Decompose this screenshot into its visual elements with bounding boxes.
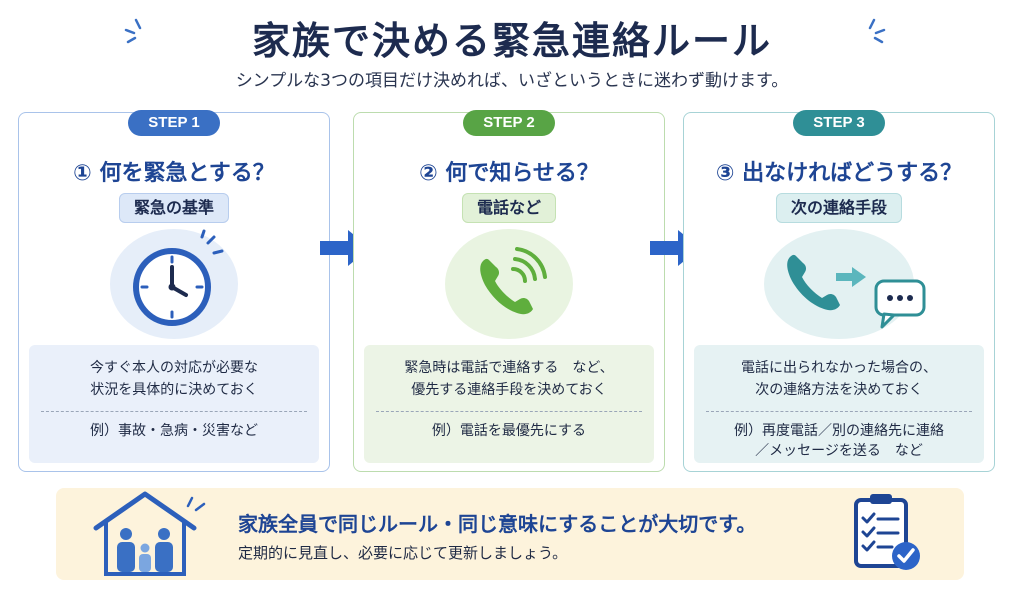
icon-circle xyxy=(110,229,238,339)
step-badge: STEP 2 xyxy=(463,110,555,136)
checklist-icon xyxy=(854,494,920,570)
description-line: 次の連絡方法を決めておく xyxy=(755,382,923,398)
divider xyxy=(706,411,972,412)
example-line: 例）電話を最優先にする xyxy=(431,423,587,439)
page-title: 家族で決める緊急連絡ルール xyxy=(251,19,772,63)
step-tag: 電話など xyxy=(461,193,557,223)
step-card-1: STEP 1 ① 何を緊急とする？ 緊急の基準 今すぐ本人の対応が必要な 状況を… xyxy=(18,110,330,472)
step-card-3: STEP 3 ③ 出なければどうする？ 次の連絡手段 電話に出られなかった場合の… xyxy=(683,110,995,472)
description-line: 状況を具体的に決めておく xyxy=(90,382,258,398)
phone-to-message-icon xyxy=(787,254,926,329)
description-line: 緊急時は電話で連絡する など、 xyxy=(404,360,614,376)
family-house-icon xyxy=(93,491,197,576)
description-line: 優先する連絡手段を決めておく xyxy=(411,382,607,398)
step-tag: 緊急の基準 xyxy=(118,193,230,223)
sparkle-right-icon xyxy=(868,18,886,44)
example-text: 例）再度電話／別の連絡先に連絡 ／メッセージを送る など xyxy=(694,421,984,461)
step-tag: 次の連絡手段 xyxy=(775,193,903,223)
footer-banner: 家族全員で同じルール・同じ意味にすることが大切です。 定期的に見直し、必要に応じ… xyxy=(56,488,964,580)
sparkle-left-icon xyxy=(124,18,142,44)
divider xyxy=(376,411,642,412)
description-box: 今すぐ本人の対応が必要な 状況を具体的に決めておく 例）事故・急病・災害など xyxy=(29,345,319,463)
description-box: 緊急時は電話で連絡する など、 優先する連絡手段を決めておく 例）電話を最優先に… xyxy=(364,345,654,463)
divider xyxy=(41,411,307,412)
description-line: 今すぐ本人の対応が必要な xyxy=(90,360,258,376)
step-badge: STEP 1 xyxy=(128,110,220,136)
description-line: 電話に出られなかった場合の、 xyxy=(741,360,937,376)
page-subtitle: シンプルな3つの項目だけ決めれば、いざというときに迷わず動けます。 xyxy=(235,71,789,91)
footer-main-text: 家族全員で同じルール・同じ意味にすることが大切です。 xyxy=(238,512,757,536)
example-text: 例）電話を最優先にする xyxy=(364,421,654,441)
example-text: 例）事故・急病・災害など xyxy=(29,421,319,441)
step-title: ② 何で知らせる？ xyxy=(419,161,599,186)
icon-circle xyxy=(445,229,573,339)
clock-icon xyxy=(133,229,224,326)
step-title: ③ 出なければどうする？ xyxy=(715,161,963,186)
example-line: 例）再度電話／別の連絡先に連絡 xyxy=(734,423,944,439)
example-line: 例）事故・急病・災害など xyxy=(90,423,258,439)
phone-icon xyxy=(480,247,547,315)
icon-circle xyxy=(764,229,926,339)
step-card-2: STEP 2 ② 何で知らせる？ 電話など 緊急時は電話で連絡する など、 優先… xyxy=(353,110,665,472)
step-badge: STEP 3 xyxy=(793,110,885,136)
sparkle-icon xyxy=(186,496,206,512)
description-box: 電話に出られなかった場合の、 次の連絡方法を決めておく 例）再度電話／別の連絡先… xyxy=(694,345,984,463)
example-line: ／メッセージを送る など xyxy=(755,443,923,459)
step-title: ① 何を緊急とする？ xyxy=(73,161,275,186)
footer-sub-text: 定期的に見直し、必要に応じて更新しましょう。 xyxy=(238,544,568,562)
